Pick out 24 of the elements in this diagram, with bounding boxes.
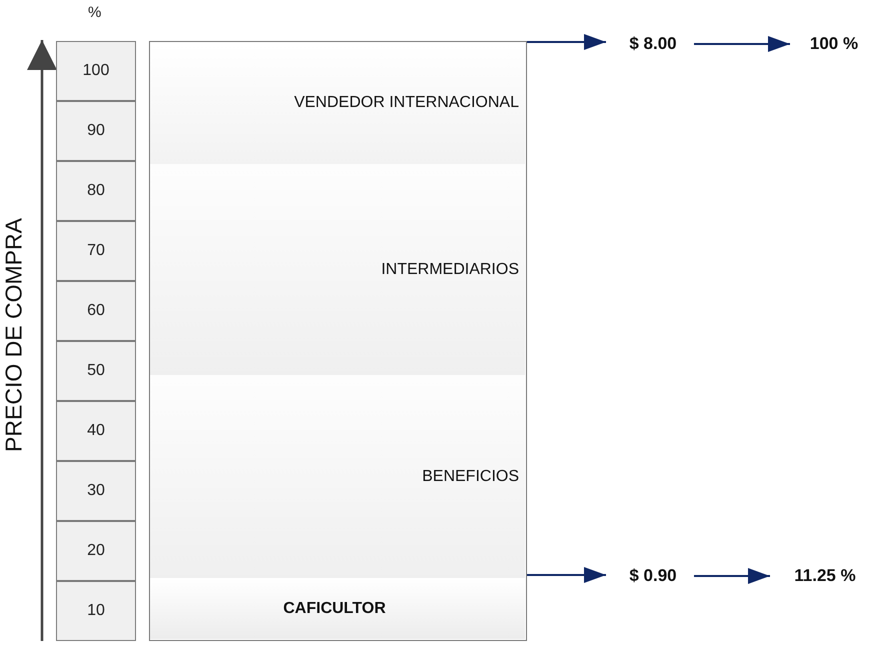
node-text: BENEFICIOS — [422, 468, 519, 486]
scale-cell: 30 — [56, 461, 136, 521]
scale-cell: 20 — [56, 521, 136, 581]
node-text: INTERMEDIARIOS — [381, 260, 519, 278]
scale-cell: 80 — [56, 161, 136, 221]
node-text: 11.25 % — [794, 566, 856, 586]
scale-cell: 70 — [56, 221, 136, 281]
node-text: $ 8.00 — [629, 34, 677, 54]
scale-cell: 100 — [56, 41, 136, 101]
scale-cell: 60 — [56, 281, 136, 341]
chain-frame — [149, 41, 527, 641]
axis-title: PRECIO DE COMPRA — [0, 218, 28, 452]
node-text: CAFICULTOR — [283, 600, 386, 618]
scale-cell: 90 — [56, 101, 136, 161]
node-text: $ 0.90 — [629, 566, 677, 586]
arrow — [524, 34, 606, 50]
node-text: 100 % — [810, 34, 858, 54]
scale-cell: 50 — [56, 341, 136, 401]
node-text: VENDEDOR INTERNACIONAL — [294, 94, 519, 112]
arrow — [694, 36, 790, 52]
arrow — [694, 568, 770, 584]
scale-cell: 40 — [56, 401, 136, 461]
unit-label: % — [88, 4, 102, 21]
scale-cell: 10 — [56, 581, 136, 641]
